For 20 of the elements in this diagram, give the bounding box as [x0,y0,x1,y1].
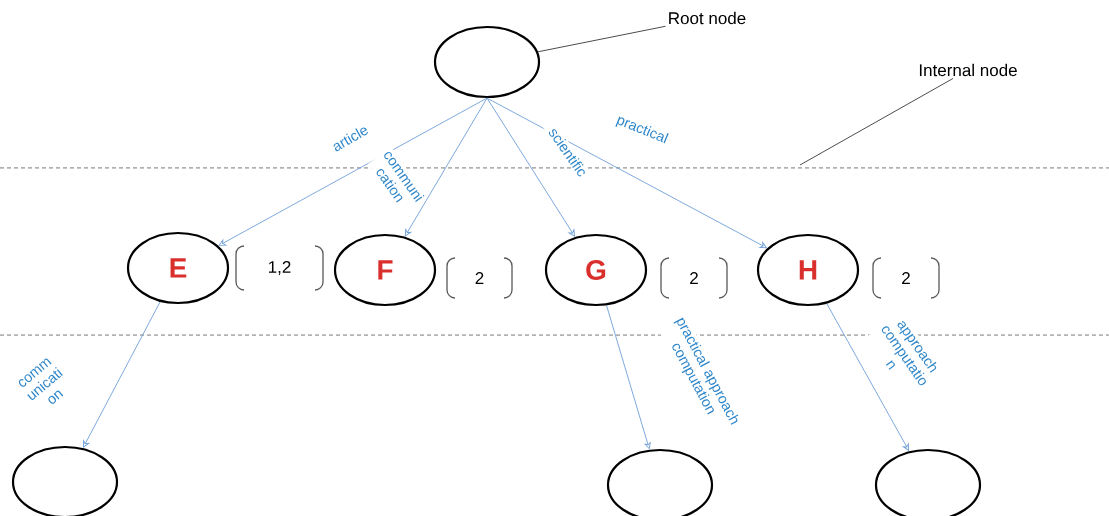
leader-line [799,77,954,166]
node-label: Root node [669,11,746,25]
arrow [404,97,488,237]
count-label: 2 [690,272,698,284]
count-label: 2 [475,272,484,284]
count-label: 2 [902,272,910,284]
letter-node: G [544,233,648,307]
arrow [606,304,651,450]
count-label: 1,2 [269,260,291,275]
arrow [826,303,910,451]
letter-node: H [756,233,860,307]
arrow [486,97,576,237]
arrow [82,301,161,448]
node-label: Internal node [919,63,1017,77]
leader-line [537,25,667,53]
circle-node [433,25,541,99]
arrow [486,97,767,249]
letter-node: E [126,231,230,305]
letter-node: F [333,233,437,307]
arrow [218,97,488,246]
